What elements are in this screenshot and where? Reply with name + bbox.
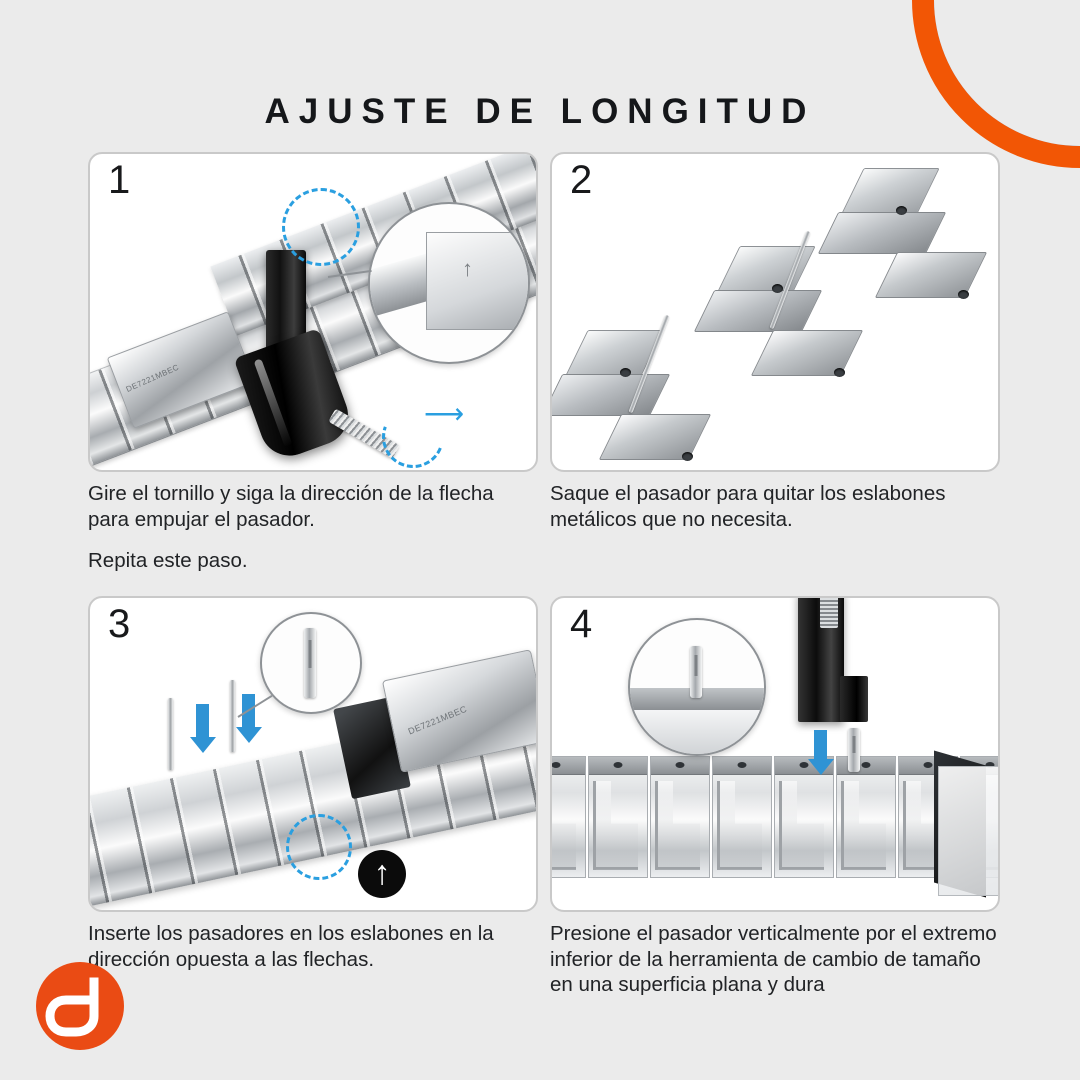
step-2: 2 Saque el pasador para quitar los eslab… bbox=[550, 152, 1000, 574]
pin-hole bbox=[772, 284, 783, 293]
band-link bbox=[650, 755, 710, 878]
step-2-caption-line-1: Saque el pasador para quitar los eslabon… bbox=[550, 482, 946, 531]
band-link-notch bbox=[779, 780, 824, 870]
step-2-figure: 2 bbox=[550, 152, 1000, 472]
orange-arc-band-icon bbox=[912, 0, 1080, 168]
step-3-figure: DE7221MBEC ↑ 3 bbox=[88, 595, 538, 912]
step-4-illustration bbox=[552, 597, 998, 910]
magnifier-inset bbox=[260, 611, 362, 714]
band-link-notch bbox=[655, 780, 700, 870]
step-1-caption: Gire el tornillo y siga la dirección de … bbox=[88, 481, 538, 574]
inset-band-top bbox=[630, 687, 764, 710]
pin-hole bbox=[620, 368, 631, 377]
black-circle-arrow-up-icon: ↑ bbox=[358, 849, 406, 898]
steps-grid: DE7221MBEC ⟶ ↑ 1 G bbox=[88, 152, 1000, 998]
step-1-illustration: DE7221MBEC ⟶ ↑ bbox=[90, 154, 536, 470]
brand-logo bbox=[36, 962, 124, 1050]
clasp-engraving: DE7221MBEC bbox=[406, 703, 469, 737]
step-1: DE7221MBEC ⟶ ↑ 1 G bbox=[88, 152, 538, 574]
step-4-caption-line-1: Presione el pasador verticalmente por el… bbox=[550, 921, 997, 997]
clasp-engraving: DE7221MBEC bbox=[124, 362, 181, 394]
link-middle-face bbox=[817, 212, 947, 254]
tool-foot bbox=[840, 675, 868, 722]
pin-hole bbox=[958, 290, 969, 299]
magnifier-inset bbox=[628, 617, 766, 756]
link-middle-face bbox=[552, 374, 671, 416]
connector-pin bbox=[848, 727, 860, 772]
link-lower-face bbox=[874, 252, 988, 298]
step-2-illustration bbox=[552, 154, 998, 470]
step-4-figure: 4 bbox=[550, 595, 1000, 912]
band-link-notch bbox=[552, 780, 576, 870]
pin-hole bbox=[682, 452, 693, 461]
step-2-number: 2 bbox=[570, 158, 593, 202]
pin-hole bbox=[896, 206, 907, 215]
insert-direction-arrow-down-icon bbox=[196, 703, 209, 738]
band-link bbox=[712, 755, 772, 878]
band-end-block bbox=[938, 765, 998, 896]
step-3-illustration: DE7221MBEC ↑ bbox=[90, 598, 536, 910]
link-upper-face bbox=[564, 330, 664, 378]
magnifier-inset: ↑ bbox=[368, 202, 530, 364]
step-2-caption: Saque el pasador para quitar los eslabon… bbox=[550, 481, 1000, 532]
tool-thread bbox=[820, 597, 838, 628]
band-link-notch bbox=[593, 780, 638, 870]
band-link bbox=[836, 755, 896, 878]
step-4-caption: Presione el pasador verticalmente por el… bbox=[550, 921, 1000, 998]
step-4: 4 Presione el pasador verticalmente por … bbox=[550, 595, 1000, 998]
band-link bbox=[552, 755, 586, 878]
connector-pin bbox=[168, 697, 173, 770]
band-link-notch bbox=[841, 780, 886, 870]
link-lower-face bbox=[750, 330, 864, 376]
step-1-number: 1 bbox=[108, 158, 131, 202]
step-3-caption-line-1: Inserte los pasadores en los eslabones e… bbox=[88, 921, 494, 971]
rotation-arrow-icon: ⟶ bbox=[424, 398, 465, 429]
barrel-highlight bbox=[253, 358, 293, 448]
inset-link-right bbox=[426, 232, 528, 330]
band-link bbox=[588, 755, 648, 878]
page-title: AJUSTE DE LONGITUD bbox=[264, 92, 816, 131]
link-lower-face bbox=[598, 414, 712, 460]
link-upper-face bbox=[840, 168, 940, 216]
link-middle-face bbox=[693, 290, 823, 332]
pin-hole bbox=[834, 368, 845, 377]
inset-band-body bbox=[630, 709, 764, 754]
brand-logo-monogram-icon bbox=[45, 977, 99, 1037]
inset-arrow-up-icon: ↑ bbox=[462, 256, 473, 281]
dashed-circle-link bbox=[286, 813, 352, 880]
step-1-caption-line-2: Repita este paso. bbox=[88, 549, 248, 573]
step-3: DE7221MBEC ↑ 3 Inserte los pasadores en … bbox=[88, 595, 538, 998]
watch-band-front-view bbox=[552, 755, 998, 878]
step-3-caption: Inserte los pasadores en los eslabones e… bbox=[88, 921, 538, 972]
inset-pin-detail bbox=[690, 645, 702, 698]
dashed-circle-link bbox=[282, 188, 360, 266]
inset-pin-detail bbox=[304, 627, 316, 698]
step-1-figure: DE7221MBEC ⟶ ↑ 1 bbox=[88, 152, 538, 472]
step-1-caption-line-1: Gire el tornillo y siga la dirección de … bbox=[88, 482, 494, 531]
step-3-number: 3 bbox=[108, 601, 131, 646]
step-4-number: 4 bbox=[570, 601, 593, 646]
band-link-notch bbox=[717, 780, 762, 870]
press-direction-arrow-down-icon bbox=[814, 729, 827, 760]
connector-pin bbox=[230, 679, 235, 752]
